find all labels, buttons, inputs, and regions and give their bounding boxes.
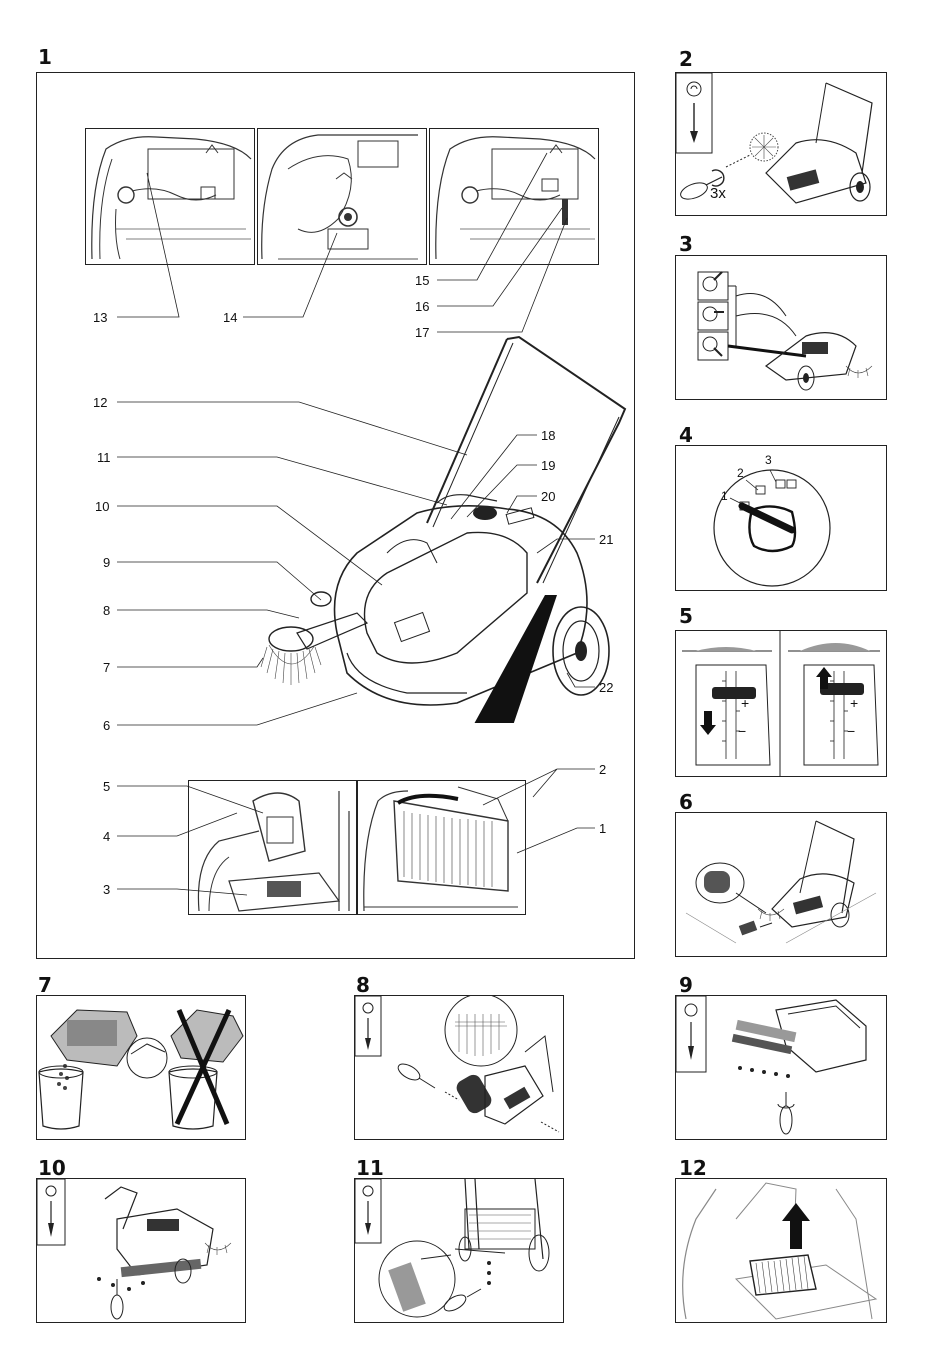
callout-21: 21 (599, 533, 613, 546)
figure-5-height-adjustment: + − + − (675, 630, 887, 777)
figure-number-6: 6 (679, 792, 693, 812)
figure-1-overview-frame: 13 14 15 16 17 12 11 10 9 8 7 6 18 19 20… (36, 72, 635, 959)
callout-leader-lines (37, 73, 634, 958)
figure-number-9: 9 (679, 975, 693, 995)
callout-19: 19 (541, 459, 555, 472)
switch-position-2: 2 (737, 466, 744, 480)
figure-2-brush-assembly: 3x (675, 72, 887, 216)
figure-3-handle-positions (675, 255, 887, 400)
callout-13: 13 (93, 311, 107, 324)
callout-1: 1 (599, 822, 606, 835)
figure-7-empty-waste-container (36, 995, 246, 1140)
callout-3: 3 (103, 883, 110, 896)
figure-6-side-brush-removal (675, 812, 887, 957)
figure-12-filter-removal (675, 1178, 887, 1323)
callout-5: 5 (103, 780, 110, 793)
figure-number-4: 4 (679, 425, 693, 445)
callout-12: 12 (93, 396, 107, 409)
callout-6: 6 (103, 719, 110, 732)
repeat-count-label: 3x (710, 185, 726, 202)
figure-number-12: 12 (679, 1158, 707, 1178)
callout-4: 4 (103, 830, 110, 843)
callout-8: 8 (103, 604, 110, 617)
callout-17: 17 (415, 326, 429, 339)
plus-sign-right: + (850, 695, 858, 711)
figure-number-5: 5 (679, 606, 693, 626)
callout-7: 7 (103, 661, 110, 674)
callout-11: 11 (97, 451, 111, 464)
figure-11-rear-sealing-strip (354, 1178, 564, 1323)
minus-sign-right: − (847, 723, 855, 739)
callout-15: 15 (415, 274, 429, 287)
figure-number-3: 3 (679, 234, 693, 254)
callout-9: 9 (103, 556, 110, 569)
figure-number-8: 8 (356, 975, 370, 995)
switch-position-1: 1 (721, 489, 728, 503)
callout-10: 10 (95, 500, 109, 513)
callout-18: 18 (541, 429, 555, 442)
switch-position-3: 3 (765, 453, 772, 467)
minus-sign-left: − (738, 723, 746, 739)
callout-20: 20 (541, 490, 555, 503)
figure-number-10: 10 (38, 1158, 66, 1178)
figure-8-main-brush-removal (354, 995, 564, 1140)
callout-16: 16 (415, 300, 429, 313)
figure-number-11: 11 (356, 1158, 384, 1178)
callout-22: 22 (599, 681, 613, 694)
figure-10-bottom-sealing-strip (36, 1178, 246, 1323)
figure-number-1: 1 (38, 47, 52, 67)
figure-4-rotary-switch: 1 2 3 (675, 445, 887, 591)
callout-14: 14 (223, 311, 237, 324)
figure-number-7: 7 (38, 975, 52, 995)
figure-9-sealing-strip-replacement (675, 995, 887, 1140)
figure-number-2: 2 (679, 49, 693, 69)
callout-2: 2 (599, 763, 606, 776)
plus-sign-left: + (741, 695, 749, 711)
